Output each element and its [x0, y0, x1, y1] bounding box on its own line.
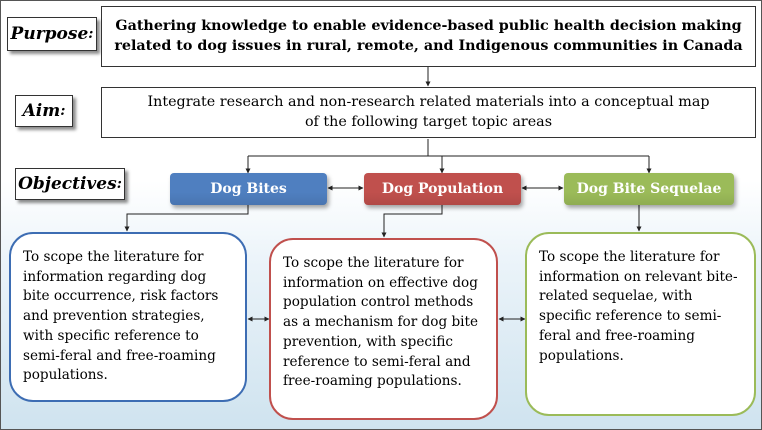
objective-dog-population: To scope the literature for information …: [269, 238, 498, 420]
purpose-statement: Gathering knowledge to enable evidence-b…: [101, 6, 756, 67]
arrow-bites-objective: [124, 205, 249, 232]
topic-dog-bites: Dog Bites: [170, 173, 327, 205]
purpose-label: Purpose:: [7, 17, 97, 51]
arrow-population-objective: [381, 205, 443, 238]
objective-dog-bite-sequelae: To scope the literature for information …: [525, 232, 756, 416]
objectives-label: Objectives:: [15, 168, 125, 200]
aim-statement: Integrate research and non-research rela…: [101, 87, 756, 138]
topic-dog-bite-sequelae: Dog Bite Sequelae: [564, 173, 734, 205]
aim-label: Aim:: [15, 95, 73, 127]
objective-dog-bites: To scope the literature for information …: [9, 232, 247, 402]
topic-dog-population: Dog Population: [364, 173, 521, 205]
